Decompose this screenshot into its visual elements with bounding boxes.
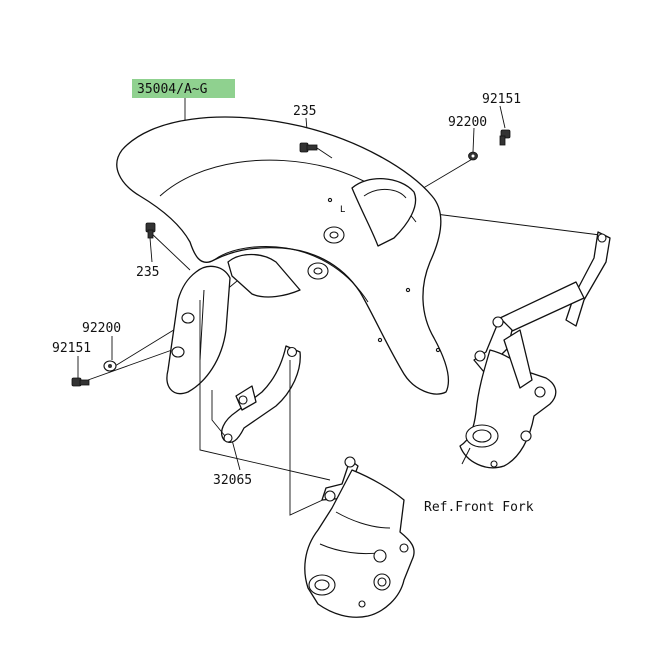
label-bolt-left-lower[interactable]: 92151 bbox=[52, 341, 91, 356]
left-fork-assembly[interactable] bbox=[304, 456, 415, 618]
label-washer-left[interactable]: 92200 bbox=[82, 321, 121, 336]
label-bolt-right-upper[interactable]: 92151 bbox=[482, 92, 521, 107]
fender-marking: L bbox=[340, 205, 345, 215]
fender-side-plate[interactable] bbox=[166, 265, 231, 395]
fork-guard-bracket bbox=[565, 231, 611, 327]
label-fender-part[interactable]: 35004/A~G bbox=[132, 79, 235, 98]
label-bolt-left[interactable]: 235 bbox=[136, 265, 159, 280]
label-bolt-top[interactable]: 235 bbox=[293, 104, 316, 119]
fender-part-number: 35004/A~G bbox=[137, 82, 208, 97]
right-fork-assembly[interactable] bbox=[459, 231, 611, 469]
bolt-right-upper[interactable] bbox=[499, 129, 511, 146]
label-front-fork-ref[interactable]: Ref.Front Fork bbox=[424, 500, 534, 515]
bolt-left[interactable] bbox=[145, 222, 156, 239]
label-washer-right-upper[interactable]: 92200 bbox=[448, 115, 487, 130]
washer-left[interactable] bbox=[103, 360, 117, 372]
fender-brace[interactable] bbox=[199, 300, 341, 516]
bolt-top[interactable] bbox=[299, 142, 333, 159]
bolt-left-lower[interactable] bbox=[71, 377, 90, 387]
washer-right-upper[interactable] bbox=[468, 151, 478, 161]
label-brace[interactable]: 32065 bbox=[213, 473, 252, 488]
fender-highlight bbox=[132, 79, 235, 98]
front-fender[interactable]: L bbox=[116, 116, 449, 395]
